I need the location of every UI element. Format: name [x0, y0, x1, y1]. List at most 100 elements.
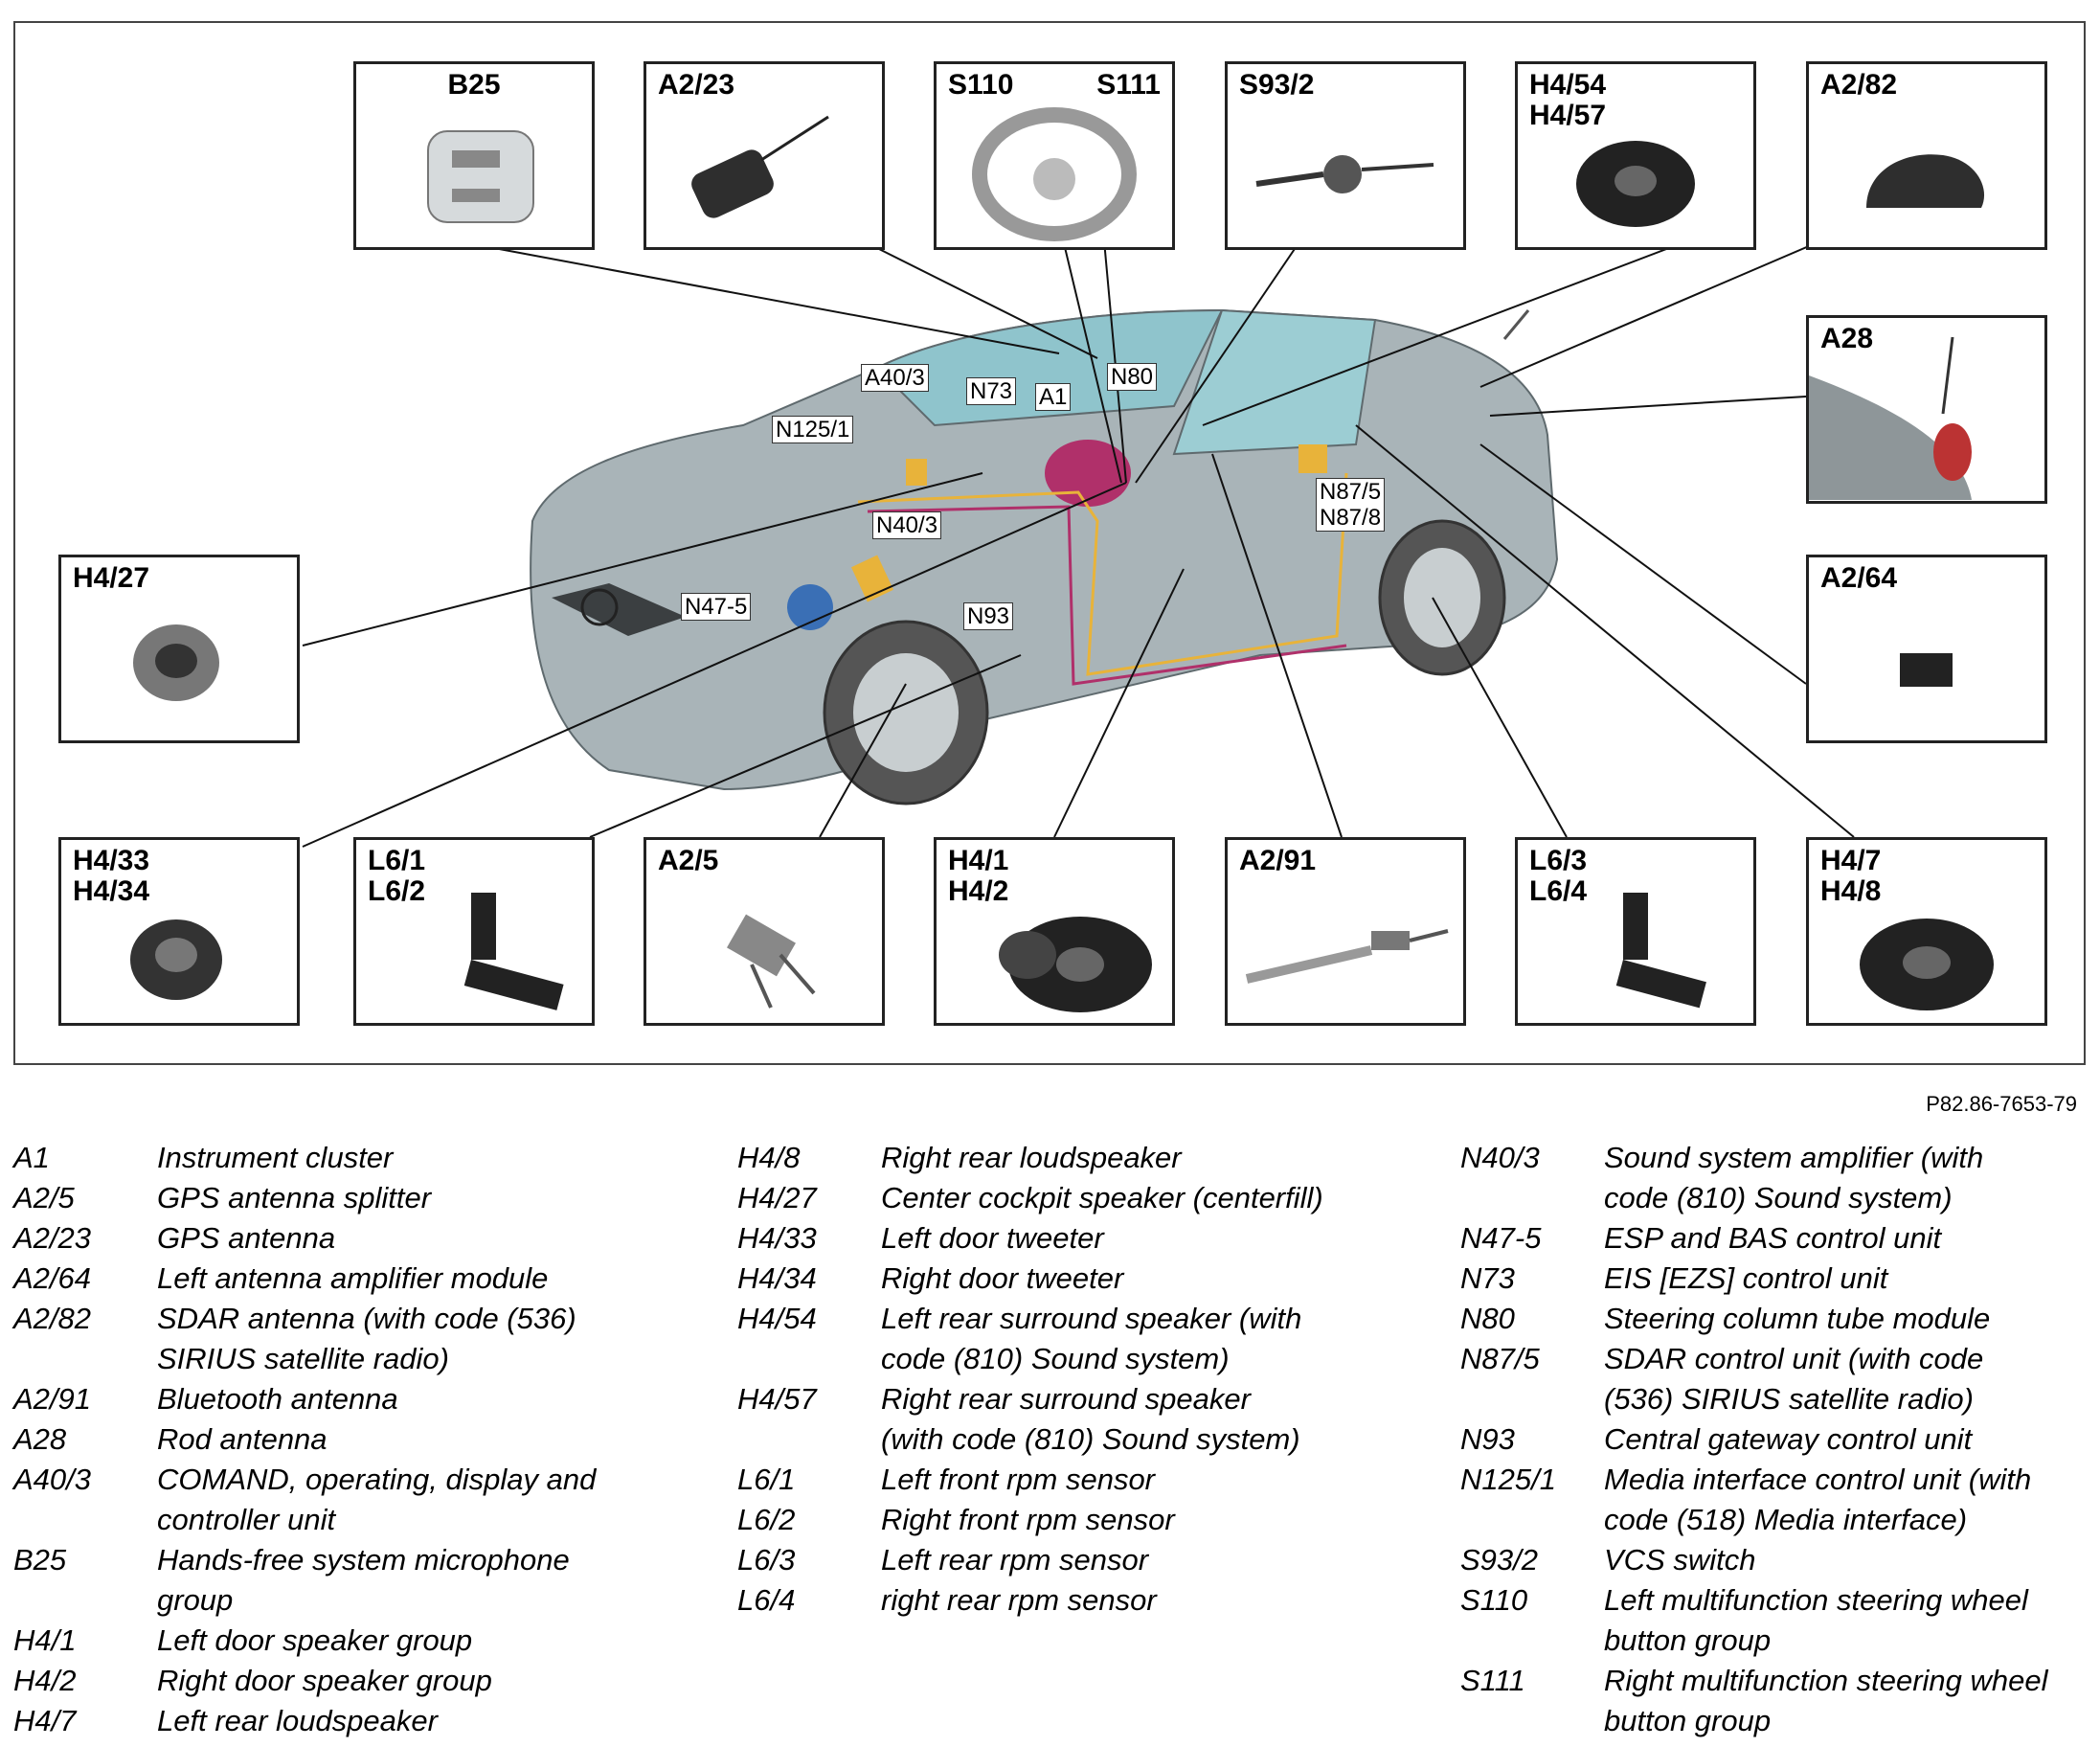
legend-row: S111 Right multifunction steering wheel b…: [1460, 1661, 2092, 1741]
callout-a40-3: A40/3: [861, 364, 929, 392]
callout-n93: N93: [963, 602, 1014, 630]
legend-code: A1: [13, 1141, 50, 1174]
legend-code: N93: [1460, 1422, 1515, 1456]
legend-row: L6/1 Left front rpm sensor: [737, 1460, 1408, 1500]
box-a2-23: A2/23: [644, 61, 885, 250]
legend-description: Media interface control unit (with code …: [1604, 1463, 2032, 1536]
legend-code: A2/91: [13, 1382, 92, 1416]
box-a2-82: A2/82: [1806, 61, 2047, 250]
legend-description: Center cockpit speaker (centerfill): [881, 1181, 1323, 1214]
legend-code: N73: [1460, 1261, 1515, 1295]
legend-code: A2/5: [13, 1181, 75, 1214]
legend-code: S111: [1460, 1664, 1525, 1697]
box-h4-27-label: H4/27: [73, 562, 150, 594]
component-a1: [1045, 440, 1131, 507]
legend-code: A2/82: [13, 1302, 92, 1335]
legend-description: GPS antenna: [157, 1221, 336, 1255]
box-l6-3-4: L6/3 L6/4: [1515, 837, 1756, 1026]
legend-description: Left multifunction steering wheel button…: [1604, 1583, 2028, 1657]
legend-row: B25 Hands-free system microphone group: [13, 1540, 684, 1621]
box-b25-label: B25: [447, 69, 501, 101]
component-n47-5: [787, 584, 833, 630]
wiring: [857, 472, 1348, 676]
callout-n40-3: N40/3: [872, 511, 942, 539]
box-h4-54-57-label: H4/54 H4/57: [1529, 69, 1607, 131]
component-location-diagram: B25 A2/23 S110 S111 S93/2 H4/54 H4/57 A2…: [13, 21, 2086, 1065]
legend-code: L6/3: [737, 1543, 796, 1577]
legend-description: Left rear rpm sensor: [881, 1543, 1149, 1577]
legend-column-3: N40/3 Sound system amplifier (with code (…: [1460, 1138, 2092, 1741]
box-a2-5-label: A2/5: [658, 845, 719, 876]
legend-row: L6/3 Left rear rpm sensor: [737, 1540, 1408, 1580]
legend-code: A2/64: [13, 1261, 92, 1295]
box-a28: A28: [1806, 315, 2047, 504]
box-a28-label: A28: [1820, 323, 1874, 354]
box-a2-82-label: A2/82: [1820, 69, 1898, 101]
box-s93-2: S93/2: [1225, 61, 1466, 250]
legend-code: A2/23: [13, 1221, 92, 1255]
legend-code: L6/1: [737, 1463, 796, 1496]
legend-description: Right multifunction steering wheel butto…: [1604, 1664, 2048, 1737]
legend-code: A28: [13, 1422, 67, 1456]
legend-description: Hands-free system microphone group: [157, 1543, 570, 1617]
legend-description: Left door speaker group: [157, 1623, 473, 1657]
legend-description: Left front rpm sensor: [881, 1463, 1156, 1496]
legend-row: N73 EIS [EZS] control unit: [1460, 1259, 2092, 1299]
box-h4-33-34-label: H4/33 H4/34: [73, 845, 150, 907]
component-n125: [906, 459, 927, 486]
box-l6-1-2-label: L6/1 L6/2: [368, 845, 426, 907]
legend-description: COMAND, operating, display and controlle…: [157, 1463, 597, 1536]
legend-code: B25: [13, 1543, 67, 1577]
callout-n87-5-8: N87/5 N87/8: [1316, 478, 1386, 532]
legend-description: Left door tweeter: [881, 1221, 1104, 1255]
box-s93-2-label: S93/2: [1239, 69, 1315, 101]
legend-description: Steering column tube module: [1604, 1302, 1991, 1335]
box-a2-23-label: A2/23: [658, 69, 735, 101]
box-h4-1-2: H4/1 H4/2: [934, 837, 1175, 1026]
legend-description: Left rear loudspeaker: [157, 1704, 438, 1737]
legend-code: N40/3: [1460, 1141, 1540, 1174]
legend-code: S93/2: [1460, 1543, 1539, 1577]
legend-description: SDAR control unit (with code (536) SIRIU…: [1604, 1342, 1984, 1416]
component-n87: [1298, 444, 1327, 473]
box-s111-label: S111: [1096, 69, 1161, 101]
box-b25: B25: [353, 61, 595, 250]
box-h4-27: H4/27: [58, 555, 300, 743]
box-h4-7-8: H4/7 H4/8: [1806, 837, 2047, 1026]
figure-reference: P82.86-7653-79: [1926, 1092, 2077, 1116]
box-h4-33-34: H4/33 H4/34: [58, 837, 300, 1026]
legend-description: right rear rpm sensor: [881, 1583, 1157, 1617]
box-l6-3-4-label: L6/3 L6/4: [1529, 845, 1588, 907]
box-a2-64-label: A2/64: [1820, 562, 1898, 594]
legend-description: Rod antenna: [157, 1422, 327, 1456]
windshield: [875, 308, 1224, 427]
callout-n80: N80: [1107, 363, 1158, 391]
box-a2-5: A2/5: [644, 837, 885, 1026]
legend-row: N40/3 Sound system amplifier (with code (…: [1460, 1138, 2092, 1218]
box-h4-1-2-label: H4/1 H4/2: [948, 845, 1009, 907]
legend-code: H4/57: [737, 1382, 817, 1416]
callout-a1: A1: [1035, 383, 1072, 411]
callout-n47-5: N47-5: [681, 593, 752, 621]
legend-description: EIS [EZS] control unit: [1604, 1261, 1888, 1295]
legend-description: Sound system amplifier (with code (810) …: [1604, 1141, 1984, 1214]
